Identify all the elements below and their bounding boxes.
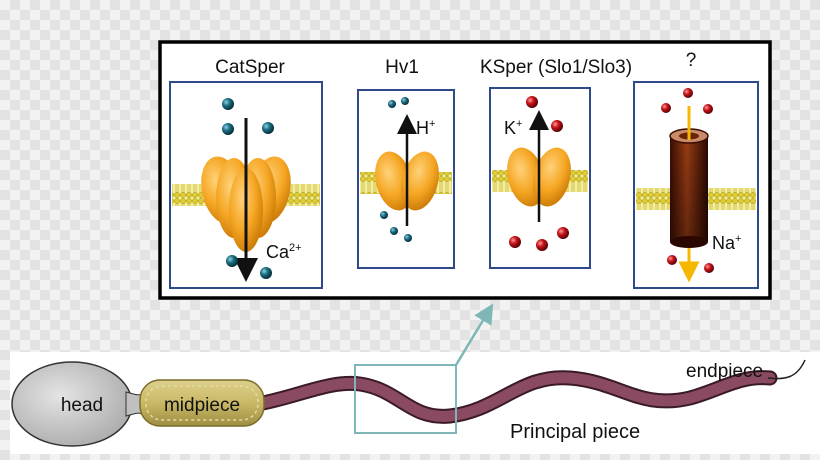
sperm-tail-fill [252, 372, 776, 422]
sperm-midpiece [139, 379, 265, 427]
unknown-channel-title: ? [686, 50, 697, 71]
sodium-ions [661, 88, 714, 273]
hv1-title: Hv1 [385, 57, 419, 78]
calcium-label: Ca2+ [266, 242, 302, 262]
catsper-title: CatSper [215, 57, 285, 78]
ksper-channel [507, 147, 571, 207]
hv1-channel [375, 151, 439, 211]
ksper-title: KSper (Slo1/Slo3) [480, 57, 632, 78]
zoom-region-box [354, 364, 457, 434]
endpiece-label: endpiece [686, 361, 763, 382]
head-label: head [61, 395, 103, 416]
zoom-pointer-arrow [454, 303, 494, 366]
proton-ions [380, 97, 412, 242]
potassium-label: K+ [504, 118, 522, 138]
principal-piece-label: Principal piece [510, 421, 640, 443]
midpiece-label: midpiece [164, 395, 240, 416]
calcium-ions [222, 98, 274, 279]
potassium-ions [509, 96, 569, 251]
sodium-channel [669, 128, 709, 248]
sperm-endpiece [767, 359, 806, 380]
proton-label: H+ [416, 118, 435, 138]
sodium-label: Na+ [712, 233, 741, 253]
catsper-channel [201, 156, 291, 252]
